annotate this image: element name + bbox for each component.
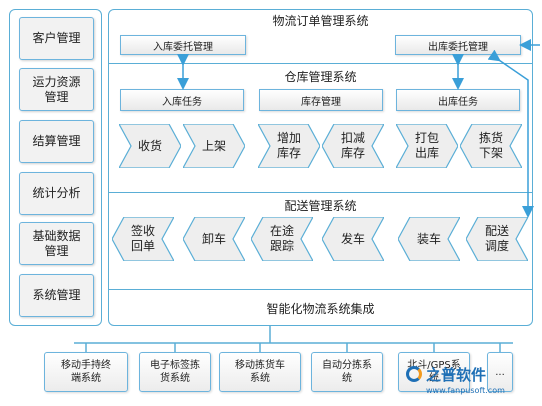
watermark-logo: 之普软件 www.fanpusoft.com (404, 362, 540, 402)
integration-item: ... (487, 352, 513, 392)
divider (108, 289, 533, 290)
divider (108, 192, 533, 193)
watermark-text: 之普软件 (426, 366, 487, 384)
watermark-url: www.fanpusoft.com (426, 386, 505, 395)
outbound-order-bar: 出库委托管理 (395, 35, 521, 55)
sidebar-item: 基础数据管理 (19, 222, 94, 265)
warehouse-step-chevron: 打包出库 (396, 124, 458, 168)
delivery-step-chevron-label: 发车 (340, 231, 365, 246)
warehouse-step-chevron-label: 收货 (137, 138, 162, 153)
divider (108, 63, 533, 64)
integration-item: 移动拣货车系统 (219, 352, 301, 392)
delivery-step-chevron: 签收回单 (112, 217, 174, 261)
integration-item: 移动手持终端系统 (44, 352, 128, 392)
order-system-title: 物流订单管理系统 (272, 14, 369, 28)
integration-item: 自动分拣系统 (311, 352, 383, 392)
warehouse-step-chevron-label: 拣货下架 (478, 131, 503, 160)
delivery-step-chevron: 发车 (322, 217, 384, 261)
sidebar-item: 客户管理 (19, 17, 94, 60)
integration-title: 智能化物流系统集成 (266, 302, 375, 316)
delivery-step-chevron: 卸车 (183, 217, 245, 261)
watermark-emblem-icon (406, 366, 422, 382)
warehouse-step-chevron-label: 增加库存 (276, 131, 301, 160)
delivery-step-chevron: 配送调度 (466, 217, 528, 261)
delivery-step-chevron: 装车 (398, 217, 460, 261)
warehouse-system-title: 仓库管理系统 (284, 70, 357, 84)
delivery-step-chevron-label: 装车 (416, 231, 441, 246)
delivery-step-chevron: 在途跟踪 (251, 217, 313, 261)
sidebar-panel (9, 9, 102, 326)
inbound-order-bar: 入库委托管理 (120, 35, 246, 55)
delivery-step-chevron-label: 卸车 (201, 231, 226, 246)
delivery-system-title: 配送管理系统 (284, 199, 357, 213)
sidebar-item: 运力资源管理 (19, 68, 94, 111)
warehouse-step-chevron-label: 扣减库存 (340, 131, 365, 160)
integration-item: 电子标签拣货系统 (139, 352, 211, 392)
sidebar-item: 统计分析 (19, 172, 94, 215)
warehouse-task-bar: 库存管理 (259, 89, 383, 111)
warehouse-step-chevron-label: 上架 (201, 138, 226, 153)
warehouse-step-chevron: 增加库存 (258, 124, 320, 168)
delivery-step-chevron-label: 配送调度 (484, 224, 509, 253)
warehouse-task-bar: 入库任务 (120, 89, 244, 111)
delivery-step-chevron-label: 在途跟踪 (269, 224, 294, 253)
warehouse-task-bar: 出库任务 (396, 89, 520, 111)
warehouse-step-chevron-label: 打包出库 (414, 131, 439, 160)
sidebar-item: 系统管理 (19, 274, 94, 317)
delivery-step-chevron-label: 签收回单 (130, 224, 155, 253)
sidebar-item: 结算管理 (19, 120, 94, 163)
warehouse-step-chevron: 上架 (183, 124, 245, 168)
warehouse-step-chevron: 收货 (119, 124, 181, 168)
warehouse-step-chevron: 扣减库存 (322, 124, 384, 168)
warehouse-step-chevron: 拣货下架 (460, 124, 522, 168)
